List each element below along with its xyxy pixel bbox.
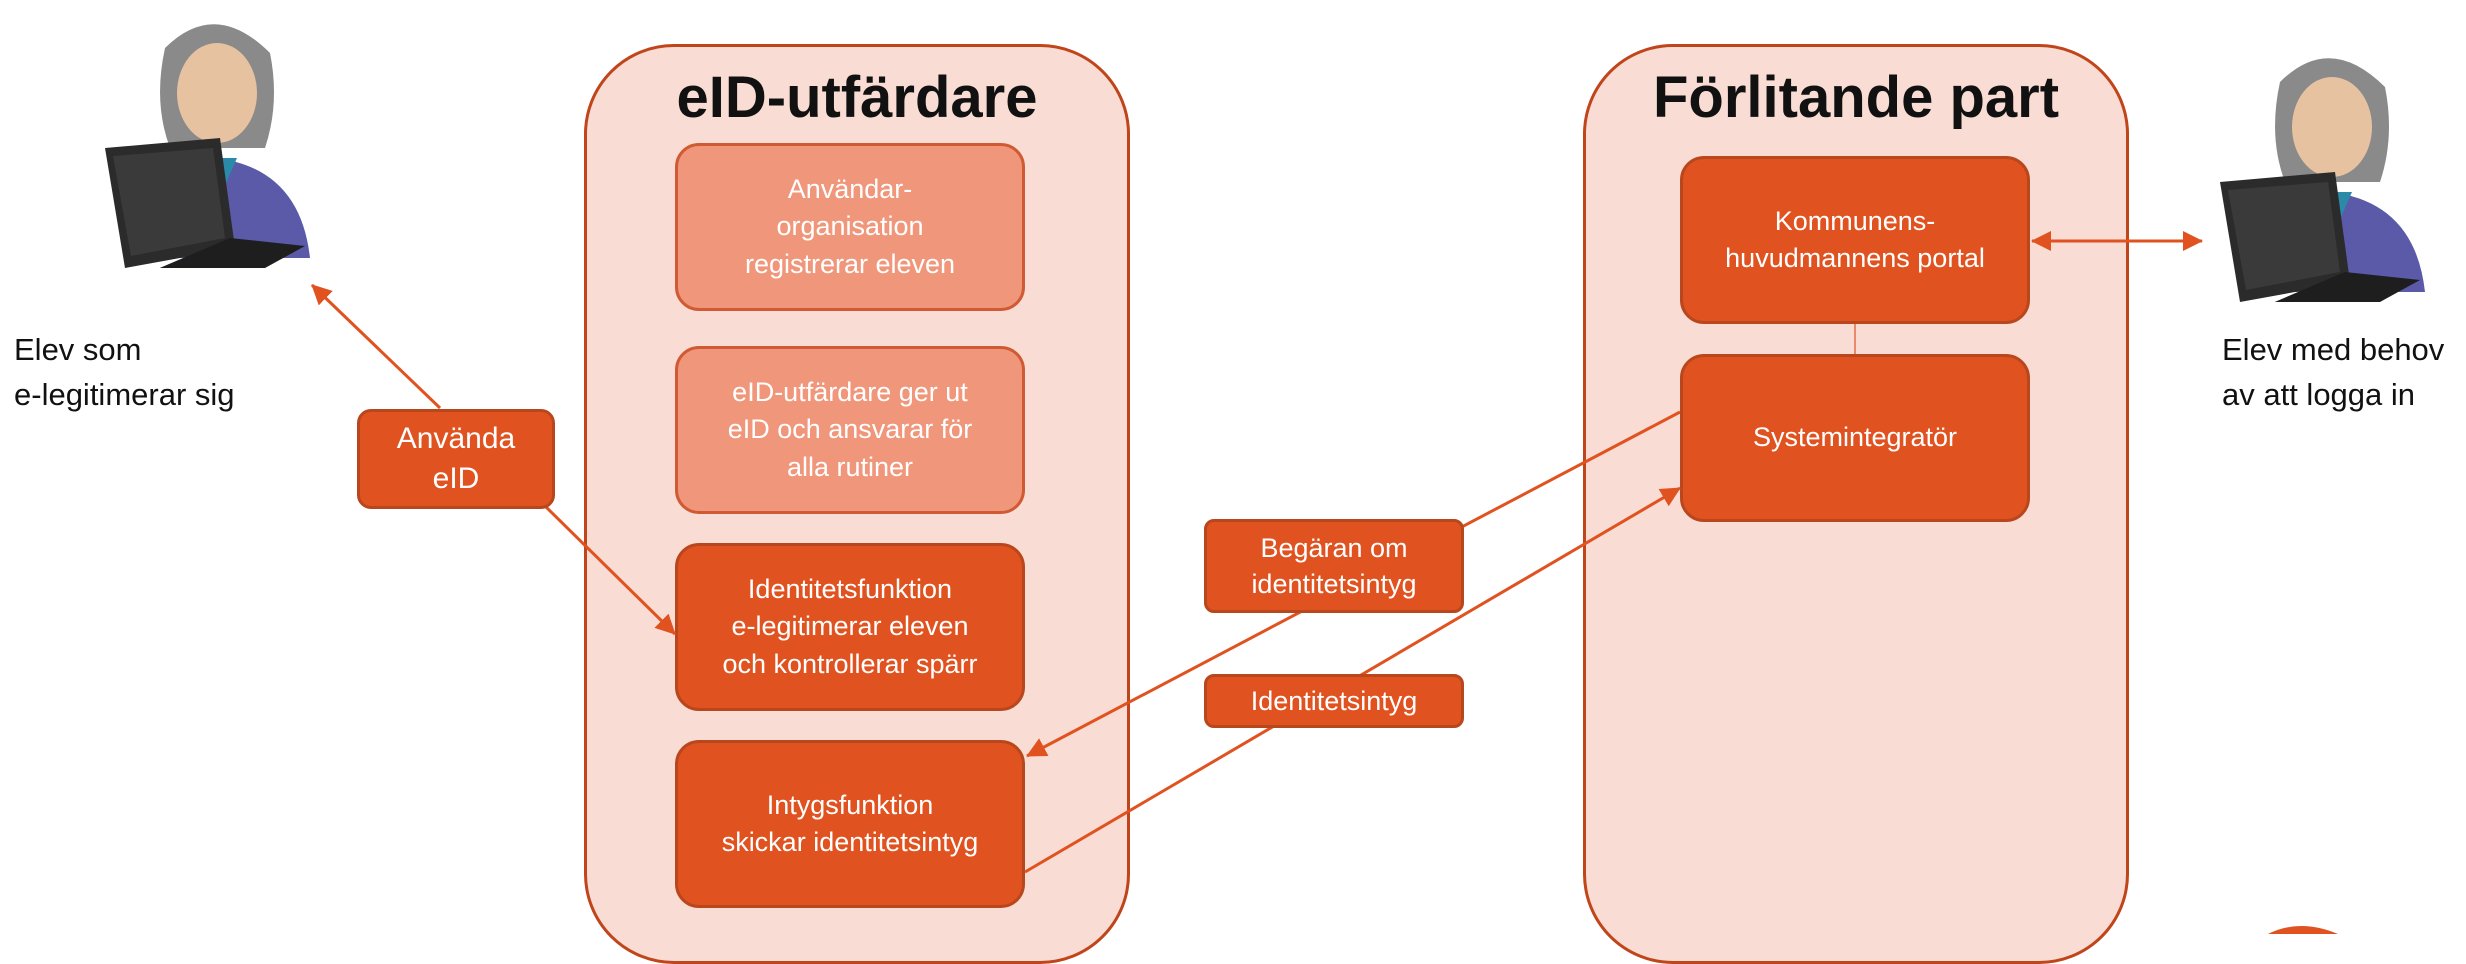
municipal-portal-box: Kommunens- huvudmannens portal: [1680, 156, 2030, 324]
user-organisation-registers-box: Användar- organisation registrerar eleve…: [675, 143, 1025, 311]
arrow-use-eid-to-identity-function: [543, 504, 677, 636]
left-actor-caption: Elev som e-legitimerar sig: [14, 332, 235, 412]
identity-assertion-label: Identitetsintyg: [1204, 674, 1464, 728]
use-eid-label: Använda eID: [357, 409, 555, 509]
issuer-issues-eid-box: eID-utfärdare ger ut eID och ansvarar fö…: [675, 346, 1025, 514]
student-at-laptop-icon-right: [2220, 58, 2425, 302]
relying-party-title: Förlitande part: [1652, 65, 2060, 130]
eid-issuer-title: eID-utfärdare: [676, 65, 1038, 130]
arrow-use-eid-to-student: [310, 283, 442, 410]
request-assertion-label: Begäran om identitetsintyg: [1204, 519, 1464, 613]
student-at-laptop-icon-left: [105, 24, 310, 268]
assertion-function-box: Intygsfunktion skickar identitetsintyg: [675, 740, 1025, 908]
right-actor-caption: Elev med behov av att logga in: [2222, 332, 2445, 412]
system-integrator-box: Systemintegratör: [1680, 354, 2030, 522]
identity-function-box: Identitetsfunktion e-legitimerar eleven …: [675, 543, 1025, 711]
